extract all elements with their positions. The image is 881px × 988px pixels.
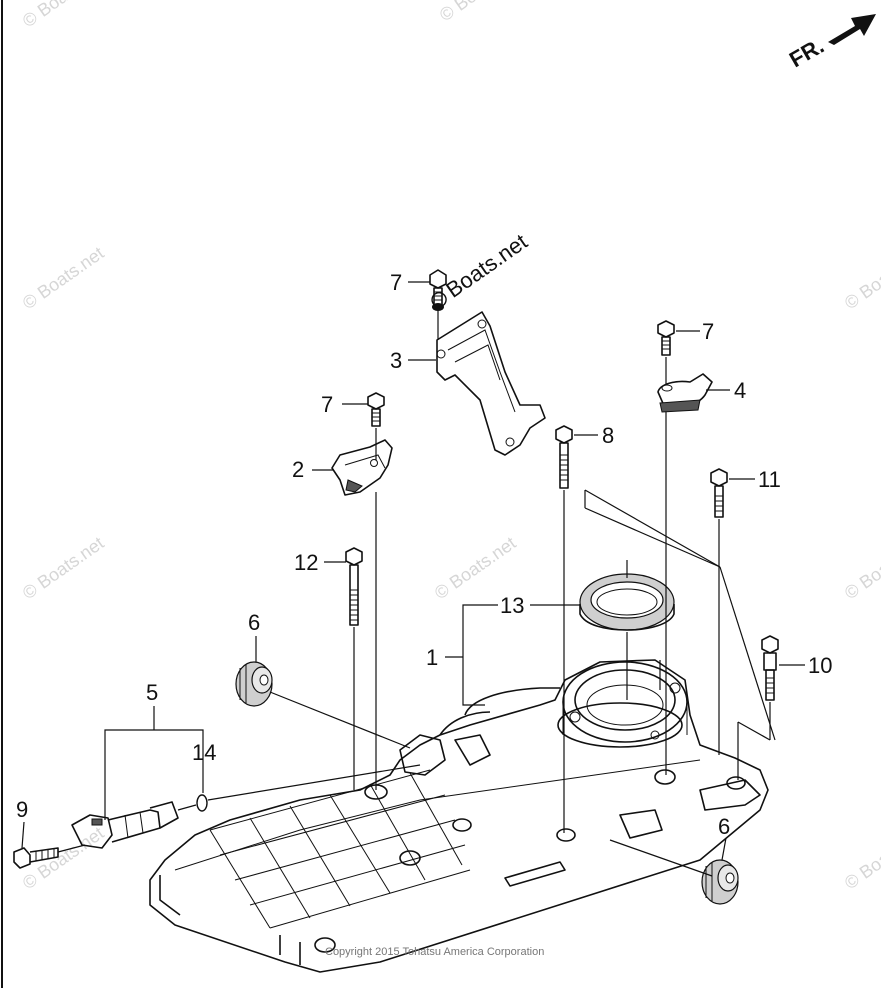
part-bracket-large (436, 311, 546, 456)
watermark-text: © Boats.net (19, 0, 108, 31)
watermark-text: © Boats.net (841, 243, 881, 313)
part-bolt-9 (13, 847, 59, 869)
callout-8: 8 (602, 423, 614, 448)
part-clamp (657, 373, 713, 413)
copyright-text: Copyright 2015 Tohatsu America Corporati… (325, 946, 544, 958)
callout-6-upper: 6 (248, 610, 260, 635)
watermark-text: © Boats.net (19, 823, 108, 893)
assembly-guide-lines (57, 310, 776, 877)
bolt-7-left (367, 392, 385, 427)
bolt-12 (345, 547, 363, 626)
part-grommet-lower (701, 859, 739, 905)
callout-7-left: 7 (321, 392, 333, 417)
watermark-text: © Boats.net (19, 243, 108, 313)
bolt-8 (555, 425, 573, 489)
part-housing (149, 659, 769, 973)
arrow-front-icon (828, 14, 876, 45)
part-bracket-small (331, 439, 393, 496)
watermark-text: © Boats.net (841, 533, 881, 603)
callout-12: 12 (294, 550, 318, 575)
part-oil-seal (579, 573, 675, 631)
bolt-11 (710, 468, 728, 518)
callout-leaders (21, 281, 805, 861)
callout-2: 2 (292, 457, 304, 482)
callout-1: 1 (426, 645, 438, 670)
watermark-main-text: Boats.net (441, 229, 531, 303)
callout-10: 10 (808, 653, 832, 678)
front-label: FR. (785, 33, 828, 72)
callout-14: 14 (192, 740, 216, 765)
callout-6-lower: 6 (718, 814, 730, 839)
part-o-ring (196, 794, 208, 812)
bolt-7-top (429, 269, 447, 311)
part-sensor (71, 801, 179, 849)
callout-7-right: 7 (702, 319, 714, 344)
callout-labels: 7 3 7 2 7 4 8 11 12 10 13 1 6 6 5 14 9 (16, 270, 832, 839)
callout-4: 4 (734, 378, 746, 403)
watermark-group: © Boats.net © Boats.net © Boats.net © Bo… (19, 0, 881, 893)
watermark-text: © Boats.net (841, 823, 881, 893)
callout-3: 3 (390, 348, 402, 373)
bolt-10 (761, 635, 779, 701)
callout-11: 11 (758, 467, 781, 492)
callout-7-top: 7 (390, 270, 402, 295)
watermark-text: © Boats.net (19, 533, 108, 603)
callout-13: 13 (500, 593, 524, 618)
bolt-7-right (657, 320, 675, 356)
part-grommet-upper (235, 661, 273, 707)
watermark-text: © Boats.net (436, 0, 525, 25)
callout-5: 5 (146, 680, 158, 705)
front-direction-indicator: FR. (785, 14, 876, 72)
callout-9: 9 (16, 797, 28, 822)
